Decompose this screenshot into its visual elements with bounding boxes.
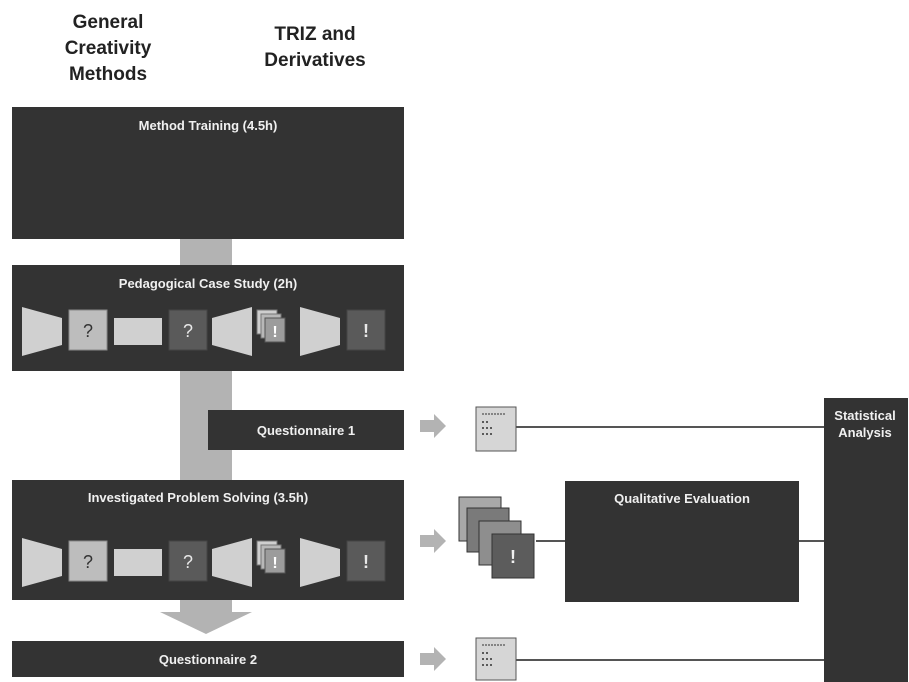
qualitative-evaluation-title: Qualitative Evaluation <box>614 491 750 506</box>
case-study-method-sequence: ? ? ! ! <box>22 307 386 356</box>
method-training-title: Method Training (4.5h) <box>138 118 278 133</box>
connector-docs-to-qualitative <box>536 540 565 542</box>
question-mark-dark: ? <box>183 552 193 572</box>
qualitative-evaluation-block: Qualitative Evaluation <box>565 481 799 602</box>
diverge-funnel-shape-2 <box>300 307 340 356</box>
diverge-funnel-shape <box>22 538 62 587</box>
question-mark: ? <box>83 321 93 341</box>
connector-qualitative-to-stats <box>799 540 824 542</box>
solution-documents-stack-icon: ! <box>458 496 535 579</box>
converge-funnel-shape <box>212 307 252 356</box>
exclamation-square <box>346 309 386 351</box>
question-square <box>68 540 108 582</box>
document-icon <box>475 406 517 452</box>
question-square-dark <box>168 309 208 351</box>
header-triz-derivatives: TRIZ and Derivatives <box>264 24 366 71</box>
exclamation-mark: ! <box>363 321 369 341</box>
statistical-analysis-title: Statistical Analysis <box>834 408 896 440</box>
arrow-right-icon <box>420 647 446 671</box>
svg-text:!: ! <box>272 324 277 341</box>
svg-text:!: ! <box>510 547 516 567</box>
exclamation-mark: ! <box>363 552 369 572</box>
solution-stack-icon <box>264 317 286 343</box>
investigated-problem-solving-title: Investigated Problem Solving (3.5h) <box>87 490 309 505</box>
process-flow-arrowhead <box>160 612 252 634</box>
arrow-right-icon <box>420 414 446 438</box>
converge-funnel-shape <box>212 538 252 587</box>
question-square-dark <box>168 540 208 582</box>
connector-q1-to-stats <box>516 426 824 428</box>
questionnaire-1-title: Questionnaire 1 <box>256 423 356 438</box>
question-mark: ? <box>83 552 93 572</box>
document-icon <box>475 637 517 681</box>
solution-stack-icon <box>264 548 286 574</box>
connector-q2-to-stats <box>516 659 824 661</box>
questionnaire-2-block: Questionnaire 2 <box>12 641 404 677</box>
arrow-right-icon <box>420 529 446 553</box>
question-mark-dark: ? <box>183 321 193 341</box>
statistical-analysis-block: Statistical Analysis <box>824 398 908 682</box>
pedagogical-case-study-title: Pedagogical Case Study (2h) <box>118 276 298 291</box>
question-square <box>68 309 108 351</box>
exclamation-square <box>346 540 386 582</box>
diverge-funnel-shape <box>22 307 62 356</box>
questionnaire-1-block: Questionnaire 1 <box>208 410 404 450</box>
header-general-methods: General Creativity Methods <box>64 12 152 85</box>
method-rect-shape <box>114 318 162 345</box>
svg-text:!: ! <box>272 555 277 572</box>
method-rect-shape <box>114 549 162 576</box>
method-training-block: Method Training (4.5h) <box>12 107 404 239</box>
problem-solving-method-sequence: ? ? ! ! <box>22 538 386 587</box>
questionnaire-2-title: Questionnaire 2 <box>158 652 258 667</box>
diverge-funnel-shape-2 <box>300 538 340 587</box>
